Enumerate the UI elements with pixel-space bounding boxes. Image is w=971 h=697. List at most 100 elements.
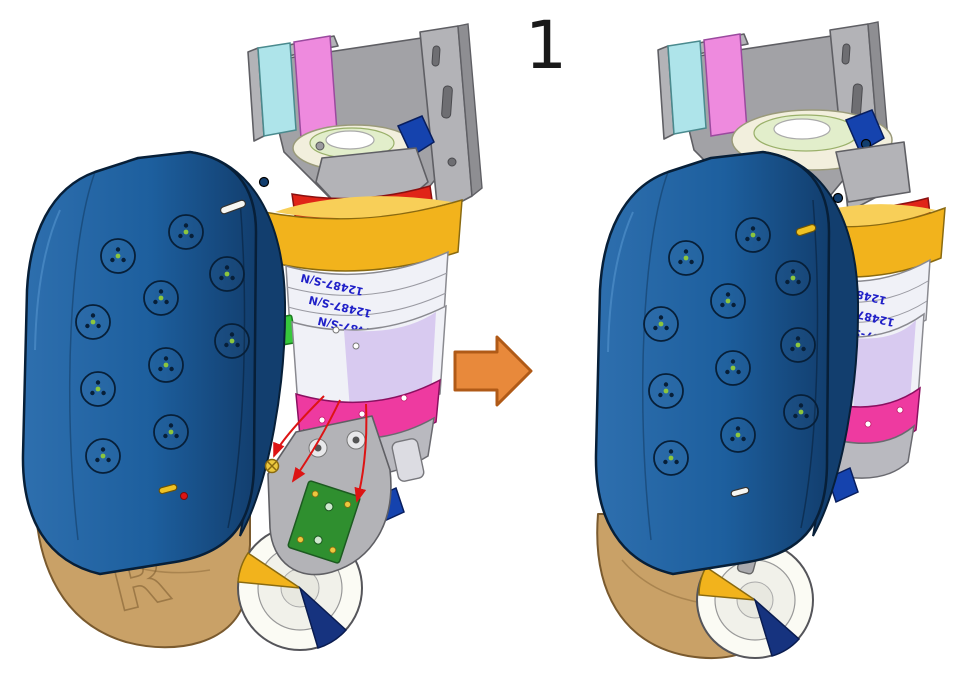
circuit-board: [287, 480, 361, 564]
arm-hole-center: [352, 436, 360, 444]
pivot-disc-hub: [325, 130, 375, 150]
yellow-screw-cross: [267, 461, 277, 471]
step-arrow: [453, 335, 533, 407]
cover-boss: [209, 256, 245, 292]
cover-boss: [735, 217, 771, 253]
rail-slot-shape: [431, 45, 441, 67]
left-actuator-stack: 12487-S/N 12487-S/N 12487-S/N: [263, 185, 463, 524]
cover-boss: [715, 350, 751, 386]
yellow-ring: [263, 198, 463, 272]
rail-slot-lower: [841, 43, 851, 65]
rail-slot-shape: [841, 43, 851, 65]
navy-wedge: [298, 585, 348, 649]
magenta-panel: [703, 33, 748, 137]
cover-slot-shape: [730, 486, 750, 498]
cover-boss: [100, 238, 136, 274]
annotation-arrow: [354, 403, 368, 503]
navy-wedge: [753, 597, 801, 657]
yellow-slot: [795, 223, 817, 237]
left-assembly: 12487-S/N 12487-S/N 12487-S/N: [21, 23, 483, 651]
cover-highlight: [34, 209, 61, 351]
cover-highlight: [607, 211, 634, 353]
cover-front: [594, 150, 831, 576]
left-top-bracket: [247, 23, 483, 215]
disc-screw: [315, 141, 325, 151]
lavender-shell: [850, 320, 916, 412]
cyan-panel: [667, 40, 707, 135]
cover-boss: [710, 283, 746, 319]
cover-boss: [143, 280, 179, 316]
cover-screw: [258, 176, 270, 188]
pcb-hole: [324, 502, 334, 512]
bracket-rail-side: [457, 23, 483, 198]
cover-boss: [168, 214, 204, 250]
magenta-panel: [293, 35, 338, 139]
cover-boss: [75, 304, 111, 340]
pink-ring-dot: [318, 416, 326, 424]
cover-boss: [783, 394, 819, 430]
left-annotations: [264, 395, 368, 503]
pink-ring-dot: [896, 406, 904, 414]
pcb-pad: [297, 536, 304, 543]
cover-boss: [85, 438, 121, 474]
annotation-arrow: [273, 395, 325, 458]
serial-band-groove: [287, 292, 447, 316]
lavender-shell: [344, 312, 436, 413]
blue-clamp: [844, 109, 885, 154]
cover-slot: [730, 486, 750, 498]
yellow-wedge: [237, 551, 301, 589]
red-indicator-dot: [180, 492, 188, 500]
cover-boss: [720, 417, 756, 453]
rail-slot-shape: [441, 85, 453, 119]
cover-screw: [832, 192, 844, 204]
pcb-pad: [344, 501, 351, 508]
cover-boss: [648, 373, 684, 409]
cover-boss: [780, 327, 816, 363]
pink-ring-dot: [400, 394, 408, 402]
rail-slot-lower: [431, 45, 441, 67]
circuit-board-body: [287, 480, 361, 564]
side-cylinder: [391, 438, 425, 482]
pcb-pad: [329, 546, 337, 554]
yellow-slot-shape: [158, 483, 178, 495]
cylinder-hole: [352, 342, 360, 350]
cover-slot: [219, 199, 247, 215]
rail-slot-upper: [851, 83, 863, 117]
right-blue-cover: [594, 150, 860, 576]
cover-boss: [668, 240, 704, 276]
step-number: 1: [525, 7, 567, 84]
cover-boss: [653, 440, 689, 476]
cover-front: [21, 150, 258, 576]
rail-hole: [447, 157, 457, 167]
rail-slot-upper: [441, 85, 453, 119]
annotation-arrow: [291, 399, 341, 483]
blue-clamp: [396, 115, 435, 158]
cover-slot-shape: [219, 199, 247, 215]
pink-ring-dot: [358, 410, 366, 418]
pcb-hole: [313, 535, 323, 545]
side-cylinder-body: [391, 438, 425, 482]
left-blue-cover: [21, 150, 287, 576]
serial-band-groove: [286, 272, 448, 296]
yellow-slot-shape: [795, 223, 817, 237]
right-assembly: 12487-S/N 12487-S/N 12487-S/N: [594, 21, 946, 660]
cover-boss: [643, 306, 679, 342]
cyan-panel: [257, 42, 297, 137]
left-sensor-arm: [267, 415, 392, 576]
pink-ring-dot: [864, 420, 872, 428]
cover-inner-edge: [227, 199, 246, 529]
cylinder-hole: [332, 326, 340, 334]
bracket-stem: [835, 141, 911, 203]
rail-slot-shape: [851, 83, 863, 117]
yellow-slot: [158, 483, 178, 495]
pivot-disc-hub: [773, 118, 831, 140]
cover-boss: [148, 347, 184, 383]
yellow-ring-top: [275, 196, 452, 219]
cover-inner-edge: [800, 199, 819, 529]
cover-boss: [214, 323, 250, 359]
cover-boss: [80, 371, 116, 407]
cover-seam: [68, 171, 96, 541]
cover-boss: [153, 414, 189, 450]
